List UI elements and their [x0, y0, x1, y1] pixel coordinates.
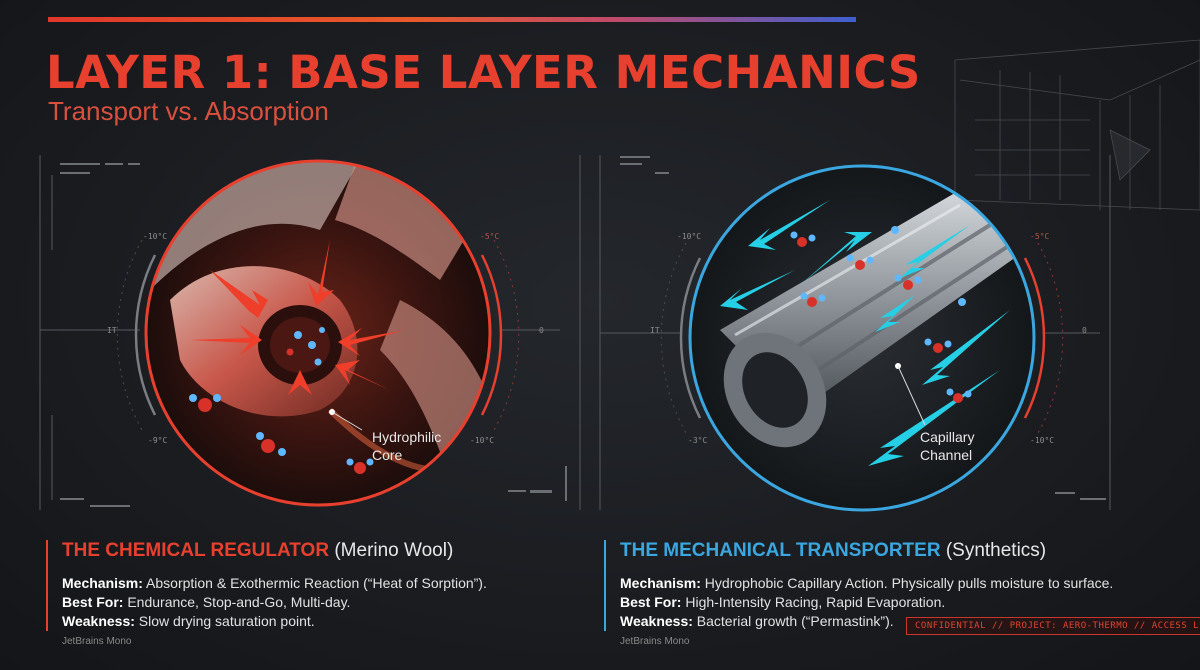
row-text: Hydrophobic Capillary Action. Physically…	[700, 575, 1114, 591]
left-dial	[116, 239, 520, 431]
right-dial-label-top-right: -5°C	[1030, 232, 1050, 241]
right-dial-label-top-left: -10°C	[677, 232, 702, 241]
mechanism-row: Mechanism: Hydrophobic Capillary Action.…	[620, 574, 1160, 593]
chemical-regulator-material: (Merino Wool)	[329, 540, 454, 561]
best-for-row: Best For: Endurance, Stop-and-Go, Multi-…	[62, 593, 602, 612]
weakness-row: Weakness: Slow drying saturation point.	[62, 612, 602, 631]
water-molecules	[189, 327, 374, 474]
left-dial-label-top-left: -10°C	[143, 232, 168, 241]
mechanism-row: Mechanism: Absorption & Exothermic React…	[62, 574, 602, 593]
architecture-sketch	[954, 39, 1200, 211]
row-text: Endurance, Stop-and-Go, Multi-day.	[123, 594, 351, 610]
row-label: Mechanism:	[62, 575, 143, 591]
chemical-regulator-heading: THE CHEMICAL REGULATOR	[62, 540, 330, 561]
right-dial-label-mid-right: 0	[1082, 326, 1087, 335]
row-label: Best For:	[620, 594, 682, 610]
page-subtitle: Transport vs. Absorption	[48, 96, 329, 126]
row-text: High-Intensity Racing, Rapid Evaporation…	[681, 594, 946, 610]
row-text: Bacterial growth (“Permastink”).	[692, 613, 894, 629]
right-dial-label-bottom-right: -10°C	[1030, 436, 1055, 445]
right-font-note: JetBrains Mono	[620, 636, 690, 647]
capillary-channel-label: Capillary Channel	[920, 429, 975, 463]
right-hud-frame	[599, 155, 1111, 510]
synthetic-fiber-illustration	[688, 164, 1036, 512]
left-font-note: JetBrains Mono	[62, 636, 132, 647]
absorption-arrows	[190, 240, 405, 420]
right-dial-label-bottom-left: -3°C	[688, 436, 708, 445]
left-hud-frame	[39, 155, 581, 510]
mechanical-transporter-panel: THE MECHANICAL TRANSPORTER (Synthetics) …	[604, 540, 1160, 631]
left-dial-label-mid-right: 0	[539, 326, 544, 335]
best-for-row: Best For: High-Intensity Racing, Rapid E…	[620, 593, 1160, 612]
left-hud-ticks	[60, 163, 567, 507]
page-title: LAYER 1: BASE LAYER MECHANICS	[46, 46, 921, 99]
row-label: Weakness:	[620, 613, 693, 629]
right-dial	[660, 242, 1064, 434]
row-text: Slow drying saturation point.	[134, 613, 315, 629]
left-dial-label-bottom-left: -9°C	[148, 436, 168, 445]
right-hud-ticks	[620, 156, 1106, 500]
row-label: Weakness:	[62, 613, 135, 629]
left-dial-label-bottom-right: -10°C	[470, 436, 495, 445]
wool-fiber-illustration	[144, 159, 492, 507]
hydrophilic-core-label: Hydrophilic Core	[372, 429, 442, 463]
row-label: Best For:	[62, 594, 124, 610]
row-text: Absorption & Exothermic Reaction (“Heat …	[142, 575, 487, 591]
left-dial-label-mid-left: IT	[107, 326, 117, 335]
chemical-regulator-panel: THE CHEMICAL REGULATOR (Merino Wool) Mec…	[46, 540, 602, 631]
gradient-header-bar	[48, 17, 856, 22]
water-molecules	[790, 226, 972, 403]
weakness-row: Weakness: Bacterial growth (“Permastink”…	[620, 612, 1160, 631]
confidential-stamp: CONFIDENTIAL // PROJECT: AERO-THERMO // …	[906, 617, 1200, 635]
row-label: Mechanism:	[620, 575, 701, 591]
mechanical-transporter-material: (Synthetics)	[940, 540, 1047, 561]
left-dial-label-top-right: -5°C	[480, 232, 500, 241]
mechanical-transporter-title: THE MECHANICAL TRANSPORTER (Synthetics)	[620, 540, 1160, 562]
right-dial-label-mid-left: IT	[650, 326, 660, 335]
chemical-regulator-title: THE CHEMICAL REGULATOR (Merino Wool)	[62, 540, 602, 562]
mechanical-transporter-heading: THE MECHANICAL TRANSPORTER	[620, 540, 941, 561]
